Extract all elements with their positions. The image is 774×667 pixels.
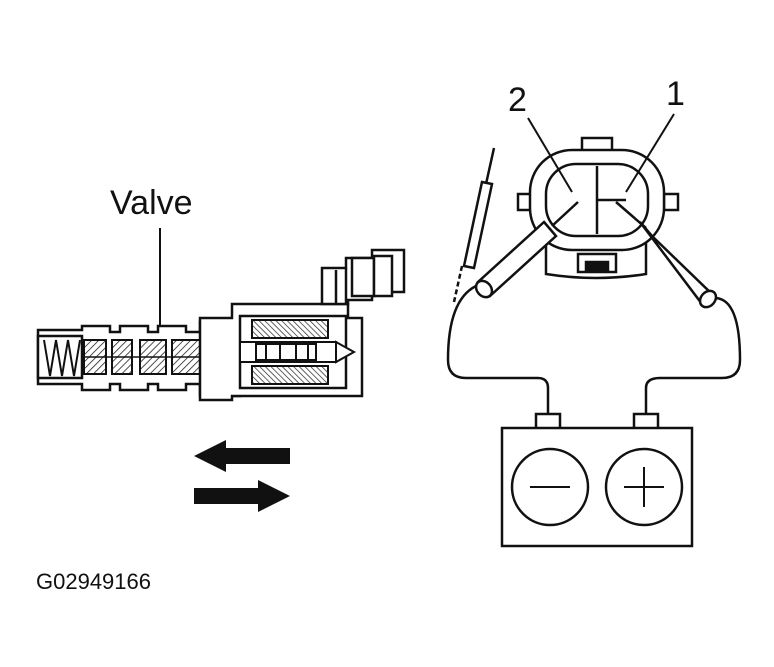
solenoid-plunger: [239, 340, 357, 364]
solenoid-coil: [251, 319, 329, 385]
arrow-right-icon: [194, 480, 290, 512]
terminal-2-label: 2: [508, 81, 527, 119]
figure-code: G02949166: [36, 569, 151, 594]
battery-wires: [446, 284, 742, 420]
valve-label: Valve: [110, 184, 193, 222]
test-lead-pen: [452, 147, 496, 303]
terminal-1-label: 1: [666, 75, 685, 113]
terminal-1-leader: [625, 113, 675, 193]
arrow-left-icon: [194, 440, 290, 472]
solenoid-connector: [320, 248, 406, 306]
terminal-2-leader: [527, 117, 573, 193]
battery: [500, 412, 694, 548]
probe-terminal-1: [615, 201, 718, 309]
oil-control-valve: Valve: [36, 184, 406, 402]
valve-spring: [43, 339, 81, 377]
probe-terminal-2: [474, 201, 579, 299]
terminal-connector: [516, 136, 680, 280]
movement-arrows: [194, 440, 290, 512]
